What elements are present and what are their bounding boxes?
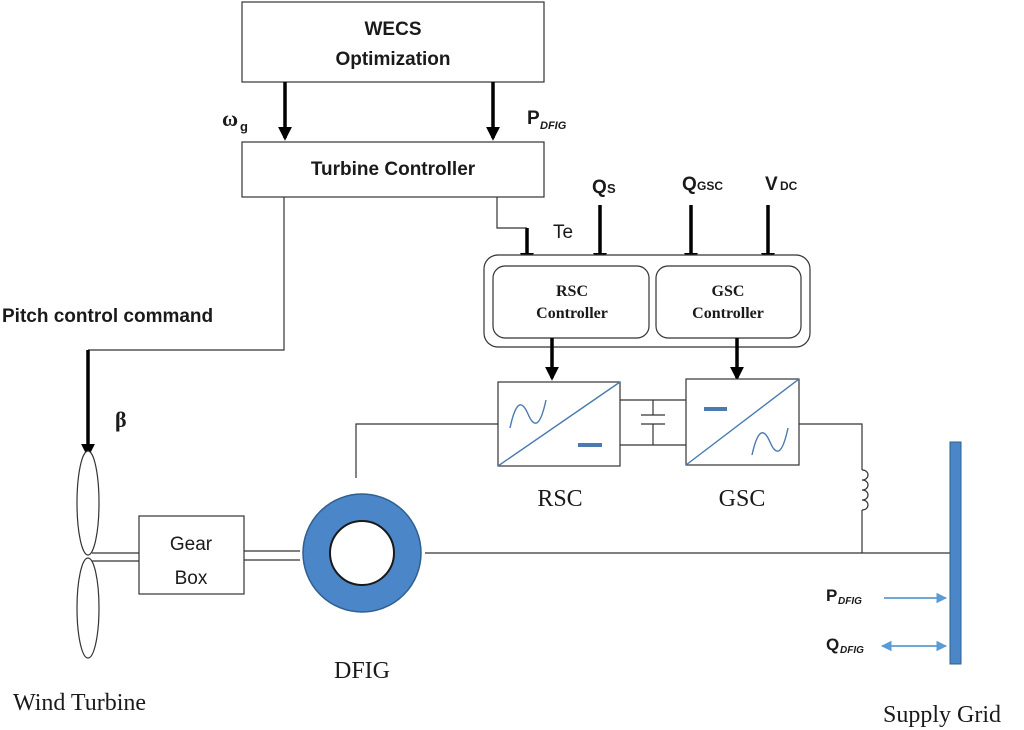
optimization-label: Optimization (335, 49, 450, 70)
generator-shaft (244, 550, 300, 561)
te-label: Te (553, 222, 573, 243)
svg-text:DFIG: DFIG (840, 645, 864, 656)
wind-turbine-blades-icon (76, 450, 100, 659)
omega-g-label: ω g (222, 106, 248, 134)
gear-box: Gear Box (138, 515, 245, 595)
svg-text:Q: Q (682, 174, 697, 195)
svg-text:DFIG: DFIG (540, 120, 567, 132)
svg-text:P: P (527, 108, 540, 129)
svg-text:P: P (826, 586, 837, 605)
wecs-label: WECS (365, 19, 422, 40)
ac-wave-icon (751, 427, 789, 456)
grid-bus (949, 441, 962, 665)
rsc-converter (497, 381, 621, 467)
rotor-line (355, 423, 498, 478)
te-line (496, 197, 527, 229)
wecs-optimization-block: WECS Optimization (241, 1, 545, 83)
turbine-controller-block: Turbine Controller (241, 141, 545, 198)
svg-text:g: g (240, 119, 248, 134)
rsc-label: RSC (537, 486, 582, 512)
svg-text:GSC: GSC (712, 283, 745, 300)
supply-grid-label: Supply Grid (883, 702, 1001, 728)
grid-q-label: Q DFIG (826, 635, 864, 656)
svg-text:Q: Q (592, 177, 607, 198)
pitch-command-line (88, 197, 285, 351)
ac-wave-icon (509, 399, 547, 429)
filter-inductor (861, 469, 869, 511)
qgsc-label: Q GSC (682, 174, 723, 195)
dc-link-capacitor (620, 399, 686, 446)
turbine-controller-label: Turbine Controller (311, 159, 476, 180)
rsc-controller-block: RSC Controller (492, 265, 650, 339)
svg-text:ω: ω (222, 106, 238, 131)
svg-text:Q: Q (826, 635, 839, 654)
svg-text:RSC: RSC (556, 283, 588, 300)
svg-text:Gear: Gear (170, 534, 213, 555)
svg-text:S: S (607, 181, 616, 196)
svg-text:Box: Box (175, 568, 208, 589)
svg-text:Controller: Controller (692, 305, 764, 322)
pitch-control-label: Pitch control command (2, 306, 213, 327)
svg-text:Controller: Controller (536, 305, 608, 322)
turbine-shaft (92, 552, 139, 562)
svg-text:GSC: GSC (697, 179, 723, 193)
gsc-controller-block: GSC Controller (655, 265, 802, 339)
gsc-converter (685, 378, 800, 466)
gsc-label: GSC (719, 486, 766, 512)
svg-text:DFIG: DFIG (838, 596, 862, 607)
wind-turbine-label: Wind Turbine (13, 690, 146, 716)
qs-label: Q S (592, 177, 616, 198)
gsc-line (799, 423, 863, 470)
svg-text:DC: DC (780, 179, 798, 193)
vdc-label: V DC (765, 174, 798, 195)
grid-p-label: P DFIG (826, 586, 862, 607)
svg-text:V: V (765, 174, 778, 195)
dfig-label: DFIG (334, 658, 390, 684)
p-dfig-label: P DFIG (527, 108, 567, 132)
dfig-generator-icon (302, 493, 422, 613)
beta-label: β (115, 407, 127, 432)
